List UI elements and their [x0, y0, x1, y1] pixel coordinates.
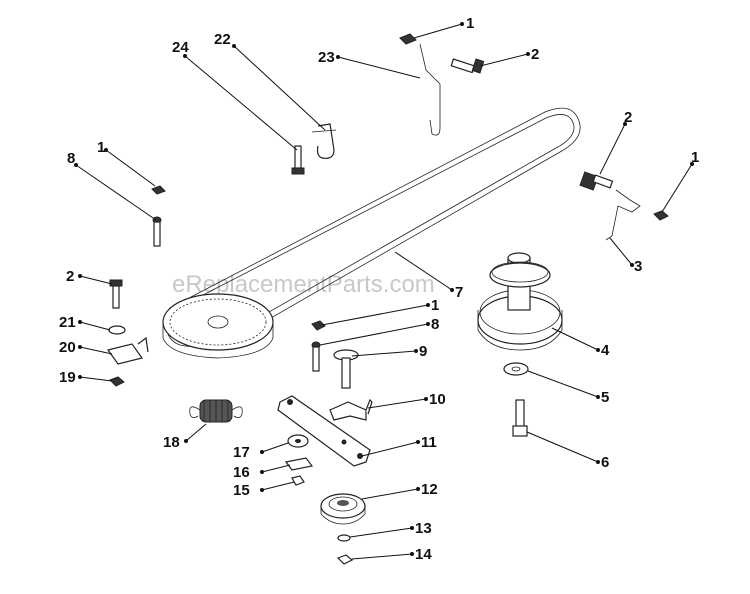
washer-21-part [108, 325, 126, 335]
callout-labels: 1 2 23 22 24 1 8 2 1 3 7 2 21 20 19 1 8 … [59, 15, 699, 563]
callout-8-upper-left: 8 [67, 150, 75, 167]
callout-1-right-nut: 1 [691, 149, 699, 166]
callout-8-center-bolt: 8 [431, 316, 439, 333]
callout-1-top-bracket: 1 [466, 15, 474, 32]
callout-4: 4 [601, 342, 610, 359]
nut-19-part [109, 376, 125, 387]
callout-16: 16 [233, 464, 250, 481]
bracket-20-part [106, 336, 149, 365]
drive-pulley-part [162, 293, 274, 359]
spring-part [189, 399, 243, 423]
callout-19: 19 [59, 369, 76, 386]
callout-10: 10 [429, 391, 446, 408]
callout-24: 24 [172, 39, 189, 56]
washer-17-part [287, 434, 309, 448]
callout-1-upper-left: 1 [97, 139, 105, 156]
bolt-24-part [291, 145, 305, 175]
bolt-2-top-part [450, 58, 485, 74]
callout-13: 13 [415, 520, 432, 537]
callout-5: 5 [601, 389, 609, 406]
callout-7: 7 [455, 284, 463, 301]
bracket-3-part [605, 189, 641, 241]
callout-18: 18 [163, 434, 180, 451]
callout-11: 11 [421, 434, 437, 451]
callout-9: 9 [419, 343, 427, 360]
bracket-16-part [284, 457, 314, 471]
bracket-10-part [329, 398, 373, 421]
washer-13-part [337, 534, 351, 542]
callout-23: 23 [318, 49, 335, 66]
callout-2-top-bolt: 2 [531, 46, 539, 63]
callout-2-left-bolt: 2 [66, 268, 74, 285]
callout-12: 12 [421, 481, 438, 498]
callout-3: 3 [634, 258, 642, 275]
callout-21: 21 [59, 314, 76, 331]
nut-1-left-part [151, 185, 166, 195]
callout-1-center-nut: 1 [431, 297, 439, 314]
nut-14-part [336, 554, 354, 565]
carriage-bolt-part [333, 349, 359, 389]
callout-15: 15 [233, 482, 250, 499]
nut-1-top-part [399, 33, 417, 45]
nut-15-part [291, 475, 305, 486]
bracket-22-part [311, 123, 337, 159]
bolt-8-center-part [311, 341, 321, 372]
callout-20: 20 [59, 339, 76, 356]
callout-22: 22 [214, 31, 231, 48]
bolt-8-left-part [152, 216, 162, 247]
callout-14: 14 [415, 546, 432, 563]
bracket-23-part [419, 43, 441, 136]
leader-lines [74, 22, 694, 560]
nut-1-center-part [311, 320, 326, 331]
engine-pulley-part [477, 252, 563, 351]
idler-arm-part [277, 395, 371, 467]
bolt-2-right-part [579, 171, 614, 191]
callout-2-right-bolt: 2 [624, 109, 632, 126]
callout-6: 6 [601, 454, 609, 471]
callout-17: 17 [233, 444, 250, 461]
bolt-6-part [512, 399, 528, 437]
idler-pulley-part [320, 493, 366, 525]
washer-5-part [503, 362, 529, 376]
nut-1-right-part [653, 210, 669, 221]
